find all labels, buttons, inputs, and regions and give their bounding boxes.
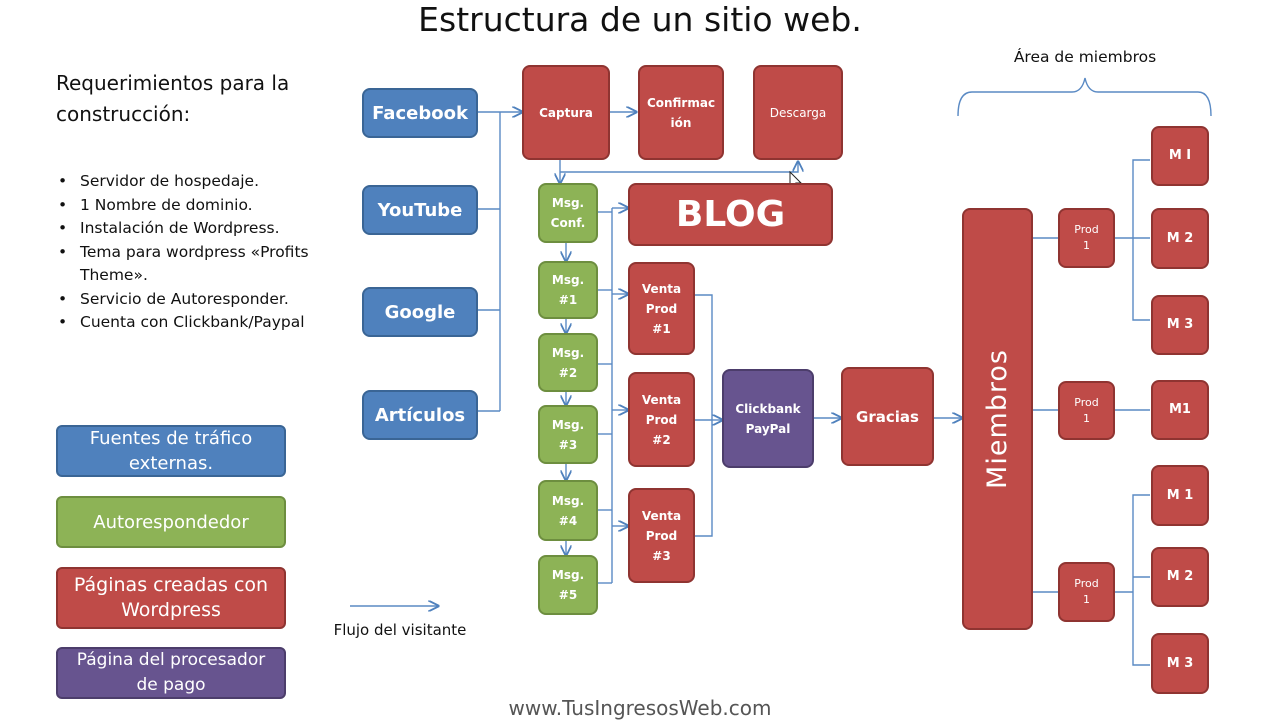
member-page-m3: M 3 xyxy=(1151,295,1209,355)
product-1: Prod 1 xyxy=(1058,208,1115,268)
requirement-item: Servidor de hospedaje. xyxy=(56,170,316,194)
member-page-m1-c: M 1 xyxy=(1151,465,1209,526)
page-confirmacion: Confirmac ión xyxy=(638,65,724,160)
product-3: Prod 1 xyxy=(1058,562,1115,622)
member-page-m1-b: M1 xyxy=(1151,380,1209,440)
product-2: Prod 1 xyxy=(1058,381,1115,440)
legend-wordpress: Páginas creadas con Wordpress xyxy=(56,567,286,629)
legend-payment: Página del procesador de pago xyxy=(56,647,286,699)
page-title: Estructura de un sitio web. xyxy=(418,0,862,39)
legend-traffic: Fuentes de tráfico externas. xyxy=(56,425,286,477)
legend-autoresponder: Autorespondedor xyxy=(56,496,286,548)
requirement-item: Tema para wordpress «Profits Theme». xyxy=(56,241,316,288)
requirement-item: Servicio de Autoresponder. xyxy=(56,288,316,312)
message-2: Msg. #2 xyxy=(538,333,598,392)
flow-legend-label: Flujo del visitante xyxy=(333,621,467,639)
message-5: Msg. #5 xyxy=(538,555,598,615)
footer-url: www.TusIngresosWeb.com xyxy=(508,696,772,720)
source-youtube: YouTube xyxy=(362,185,478,235)
message-conf: Msg. Conf. xyxy=(538,183,598,243)
page-descarga: Descarga xyxy=(753,65,843,160)
page-venta-2: Venta Prod #2 xyxy=(628,372,695,467)
page-captura: Captura xyxy=(522,65,610,160)
page-gracias: Gracias xyxy=(841,367,934,466)
message-3: Msg. #3 xyxy=(538,405,598,464)
source-facebook: Facebook xyxy=(362,88,478,138)
member-page-m2: M 2 xyxy=(1151,208,1209,269)
requirements-list: Servidor de hospedaje. 1 Nombre de domin… xyxy=(56,170,316,335)
page-venta-3: Venta Prod #3 xyxy=(628,488,695,583)
members-area-label: Área de miembros xyxy=(1013,48,1157,66)
page-miembros: Miembros xyxy=(962,208,1033,630)
requirement-item: 1 Nombre de dominio. xyxy=(56,194,316,218)
requirements-title: Requerimientos para la construcción: xyxy=(56,71,290,126)
page-venta-1: Venta Prod #1 xyxy=(628,262,695,355)
member-page-m1: M I xyxy=(1151,126,1209,186)
source-articulos: Artículos xyxy=(362,390,478,440)
requirement-item: Cuenta con Clickbank/Paypal xyxy=(56,311,316,335)
member-page-m2-c: M 2 xyxy=(1151,547,1209,607)
message-1: Msg. #1 xyxy=(538,261,598,319)
message-4: Msg. #4 xyxy=(538,480,598,541)
payment-processor: Clickbank PayPal xyxy=(722,369,814,468)
source-google: Google xyxy=(362,287,478,337)
miembros-label: Miembros xyxy=(982,349,1013,489)
page-blog: BLOG xyxy=(628,183,833,246)
requirement-item: Instalación de Wordpress. xyxy=(56,217,316,241)
member-page-m3-c: M 3 xyxy=(1151,633,1209,694)
